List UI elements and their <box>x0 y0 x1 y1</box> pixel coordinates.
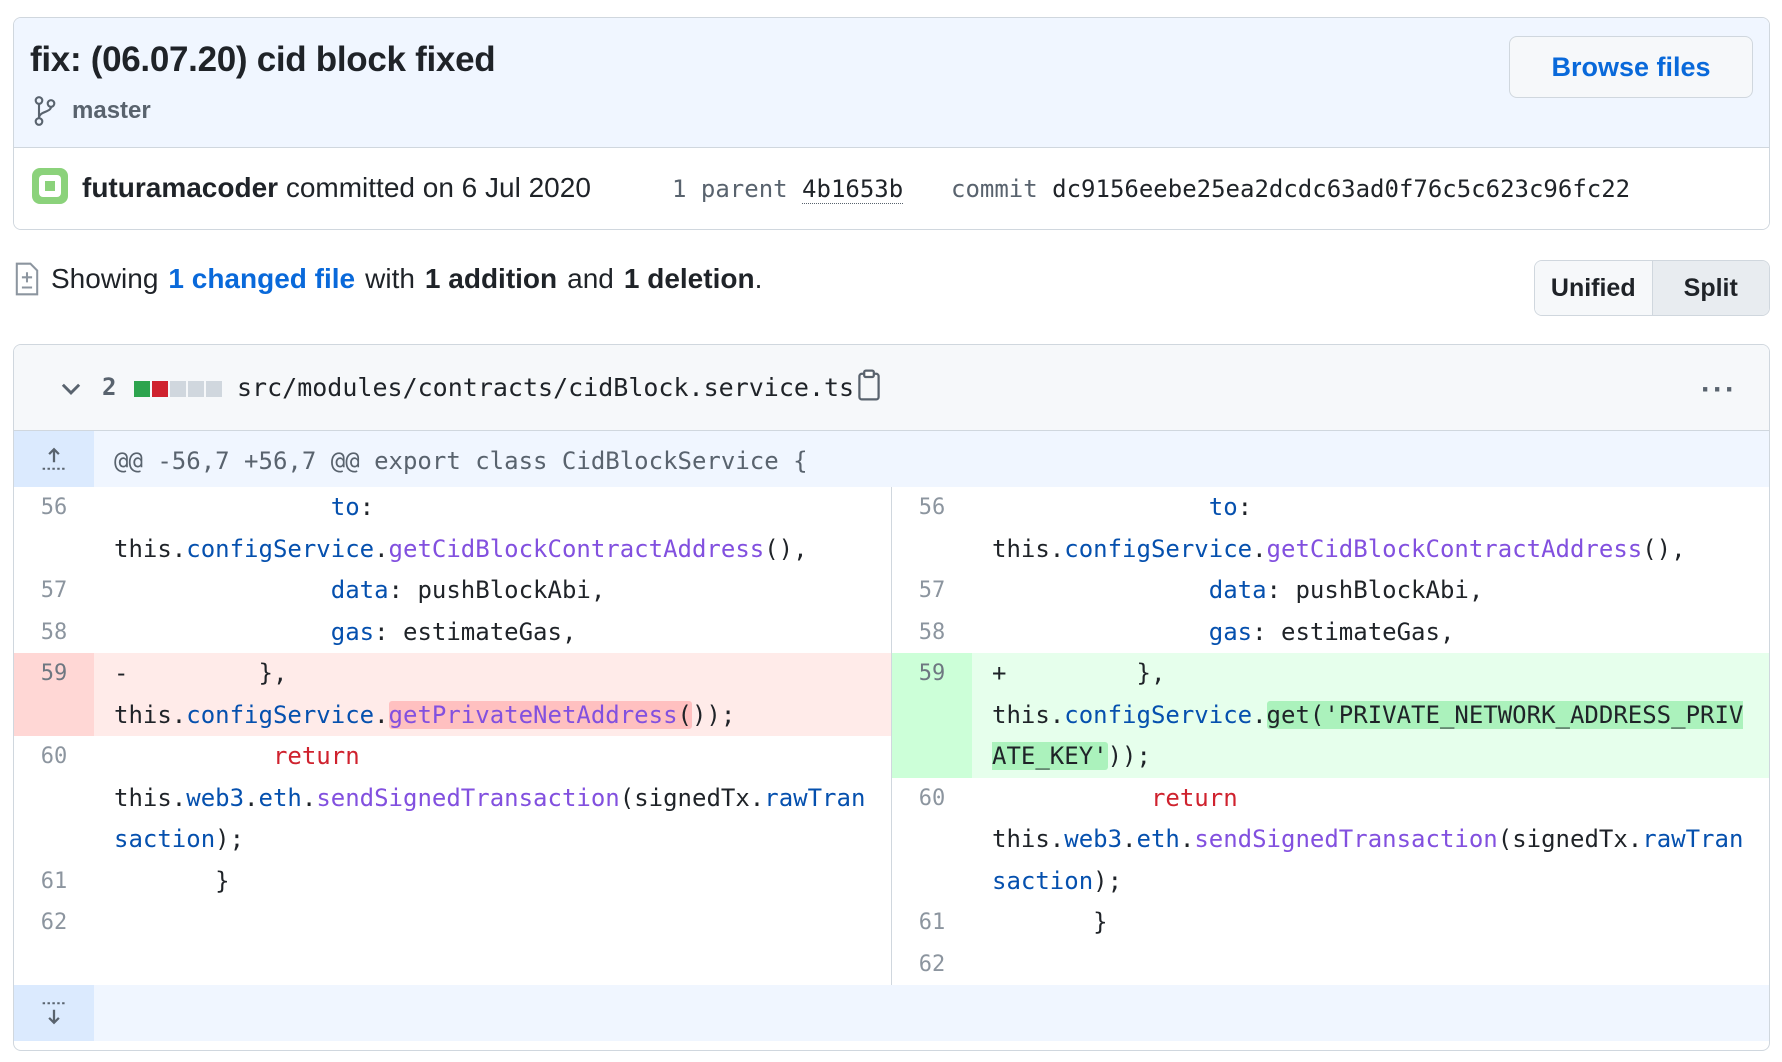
line-number[interactable]: 60 <box>918 785 946 811</box>
line-number[interactable]: 56 <box>918 495 946 520</box>
diff-right-side: 56 to: this.configService.getCidBlockCon… <box>891 487 1769 985</box>
diff-line: 57 data: pushBlockAbi, <box>14 570 891 612</box>
diff-line-deleted: 59- }, this.configService.getPrivateNetA… <box>14 653 891 736</box>
diff-line: 62 <box>892 944 1769 986</box>
browse-files-button[interactable]: Browse files <box>1509 36 1753 98</box>
diff-line: 56 to: this.configService.getCidBlockCon… <box>14 487 891 570</box>
diffstat-block <box>206 381 222 397</box>
file-path-link[interactable]: src/modules/contracts/cidBlock.service.t… <box>237 373 855 402</box>
diffstat-block <box>152 381 168 397</box>
line-number[interactable]: 57 <box>40 578 68 603</box>
diffstat-block <box>170 381 186 397</box>
line-number[interactable]: 58 <box>40 619 68 645</box>
line-number[interactable]: 61 <box>918 910 946 935</box>
expand-up-icon <box>42 447 66 470</box>
chevron-down-icon[interactable] <box>58 375 84 401</box>
commit-sha-info: commit dc9156eebe25ea2dcdc63ad0f76c5c623… <box>951 175 1630 203</box>
line-number[interactable]: 56 <box>40 495 68 520</box>
line-number[interactable]: 58 <box>918 619 946 645</box>
summary-showing: Showing <box>51 263 159 294</box>
commit-header: fix: (06.07.20) cid block fixed master B… <box>13 17 1770 230</box>
expand-down-button[interactable] <box>14 985 94 1041</box>
parent-info: 1 parent 4b1653b <box>672 175 904 204</box>
commit-sha: dc9156eebe25ea2dcdc63ad0f76c5c623c96fc22 <box>1052 175 1631 203</box>
expand-up-button[interactable] <box>14 431 94 487</box>
diff-line: 57 data: pushBlockAbi, <box>892 570 1769 612</box>
changed-files-link[interactable]: 1 changed file <box>168 263 356 294</box>
diff-line: 61 } <box>14 861 891 903</box>
line-number[interactable]: 57 <box>918 578 946 603</box>
author-link[interactable]: futuramacoder <box>82 172 279 203</box>
file-diff-icon <box>15 262 39 296</box>
git-branch-icon <box>34 96 56 126</box>
hunk-header-row: @@ -56,7 +56,7 @@ export class CidBlockS… <box>14 431 1769 487</box>
diffstat-block <box>134 381 150 397</box>
deletions-count: 1 deletion <box>623 263 755 294</box>
expand-down-icon <box>42 1002 66 1025</box>
diff-summary: Showing 1 changed file with 1 addition a… <box>13 262 762 296</box>
file-header: 2 src/modules/contracts/cidBlock.service… <box>14 345 1769 431</box>
line-number[interactable]: 59 <box>14 653 94 736</box>
commit-label: commit <box>951 175 1038 203</box>
diff-line: 60 return this.web3.eth.sendSignedTransa… <box>14 736 891 861</box>
line-number[interactable]: 62 <box>918 951 946 977</box>
parent-label: 1 parent <box>672 175 788 203</box>
line-number[interactable]: 59 <box>892 653 972 778</box>
diff-line: 58 gas: estimateGas, <box>14 612 891 654</box>
expand-down-row <box>14 985 1769 1041</box>
diff-line: 62 <box>14 902 891 944</box>
line-number[interactable]: 62 <box>40 910 68 935</box>
diff-view-toggle: Unified Split <box>1534 260 1770 316</box>
split-diff: 56 to: this.configService.getCidBlockCon… <box>14 487 1769 985</box>
branch-indicator[interactable]: master <box>32 96 151 126</box>
additions-count: 1 addition <box>424 263 558 294</box>
changes-count: 2 <box>102 373 117 401</box>
avatar[interactable] <box>32 168 68 204</box>
file-options-kebab-icon[interactable]: ··· <box>1701 373 1737 406</box>
line-number[interactable]: 60 <box>40 744 68 769</box>
diff-line-added: 59+ }, this.configService.get('PRIVATE_N… <box>892 653 1769 778</box>
line-number[interactable]: 61 <box>40 868 68 894</box>
file-diff: 2 src/modules/contracts/cidBlock.service… <box>13 344 1770 1051</box>
diff-line: 58 gas: estimateGas, <box>892 612 1769 654</box>
commit-meta: futuramacoder committed on 6 Jul 2020 1 … <box>14 148 1769 229</box>
unified-view-button[interactable]: Unified <box>1535 261 1653 315</box>
diff-left-side: 56 to: this.configService.getCidBlockCon… <box>14 487 891 985</box>
diffstat-bar <box>134 381 222 397</box>
diff-line: 56 to: this.configService.getCidBlockCon… <box>892 487 1769 570</box>
diff-line: 60 return this.web3.eth.sendSignedTransa… <box>892 778 1769 903</box>
branch-name: master <box>72 97 151 124</box>
parent-sha-link[interactable]: 4b1653b <box>802 175 904 204</box>
diff-line: 61 } <box>892 902 1769 944</box>
summary-with: with <box>365 263 415 294</box>
diffstat-block <box>188 381 204 397</box>
split-view-button[interactable]: Split <box>1652 261 1769 315</box>
summary-period: . <box>754 263 763 294</box>
commit-author-line: futuramacoder committed on 6 Jul 2020 <box>82 172 591 204</box>
commit-title-bar: fix: (06.07.20) cid block fixed master B… <box>14 18 1769 148</box>
copy-clipboard-icon[interactable] <box>856 369 882 401</box>
commit-title: fix: (06.07.20) cid block fixed <box>30 40 496 79</box>
summary-and: and <box>567 263 614 294</box>
hunk-header: @@ -56,7 +56,7 @@ export class CidBlockS… <box>114 447 808 475</box>
committed-date: committed on 6 Jul 2020 <box>285 172 591 203</box>
